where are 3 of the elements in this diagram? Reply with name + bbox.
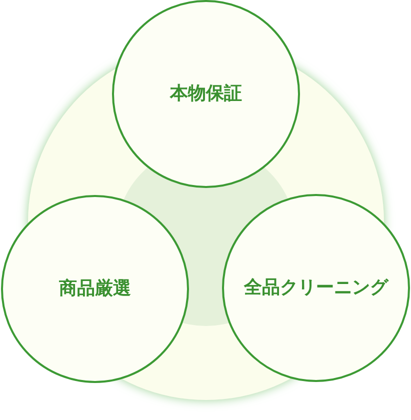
feature-label: 全品クリーニング [244,276,388,300]
feature-label: 本物保証 [170,82,242,106]
feature-label: 商品厳選 [59,276,131,301]
